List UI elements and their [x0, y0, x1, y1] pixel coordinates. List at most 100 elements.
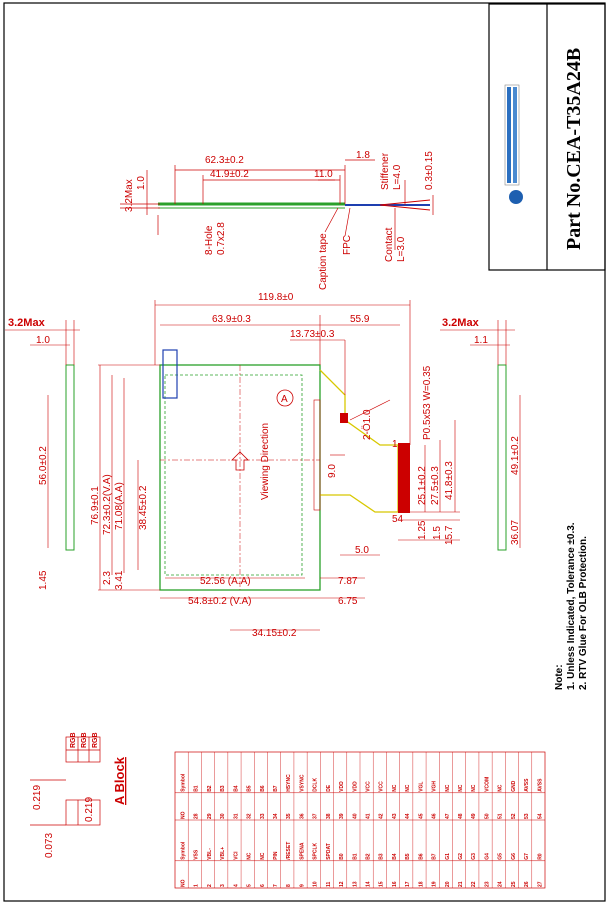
pin-table-cell: 15 [379, 881, 385, 887]
pin-table: NOSymbolNOSymbol1VSS28B12VBL-29B23VBL+30… [174, 751, 546, 889]
left-side-view [65, 364, 75, 551]
right-side-view [497, 364, 507, 551]
pin-table-cell: 4 [233, 884, 239, 887]
block-dim-0-073: 0.073 [44, 833, 55, 858]
block-rgb-2: RGB [81, 732, 88, 748]
block-rgb-3: RGB [92, 732, 99, 748]
pin-table-cell: VDD [339, 781, 345, 792]
label-detail-a: A [281, 394, 288, 405]
pin-table-cell: NC [247, 852, 253, 860]
dim-3-41: 3.41 [114, 570, 125, 590]
pin-table-cell: 45 [418, 813, 424, 819]
dim-119-8: 119.8±0 [258, 292, 294, 303]
pin-table-cell: DE [326, 784, 332, 792]
pin-table-header: NO [181, 811, 187, 819]
label-pin-1: 1 [392, 439, 398, 450]
pin-table-cell: 23 [484, 881, 490, 887]
pin-table-cell: 8 [286, 884, 292, 887]
dim-15-7: 15.7 [444, 525, 455, 545]
dim-1-0-side: 1.0 [136, 176, 147, 190]
pin-table-cell: B3 [220, 785, 226, 792]
pin-table-cell: B7 [273, 785, 279, 792]
pin-table-cell: 6 [260, 884, 266, 887]
pin-table-cell: PIN [273, 851, 279, 860]
dim-1-5: 1.5 [432, 526, 443, 540]
pin-table-cell: 14 [366, 881, 372, 887]
pin-table-cell: SPCLK [313, 842, 319, 859]
dim-1-45: 1.45 [38, 570, 49, 590]
pin-table-cell: VCOM [484, 777, 490, 792]
pin-table-cell: VDD [352, 781, 358, 792]
pin-table-cell: 25 [511, 881, 517, 887]
detail-a-circle [276, 389, 294, 407]
pin-table-cell: B5 [247, 785, 253, 792]
pin-table-cell: G1 [445, 853, 451, 860]
pin-table-cell: B6 [418, 853, 424, 860]
fpc-contacts [398, 443, 410, 513]
pin-table-cell: AVSS [524, 778, 530, 792]
pin-table-cell: 37 [313, 813, 319, 819]
pin-table-cell: 20 [445, 881, 451, 887]
active-area [164, 374, 303, 576]
pin-table-cell: AVSS [537, 778, 543, 792]
dim-36-07: 36.07 [510, 520, 521, 545]
pin-table-cell: B3 [379, 853, 385, 860]
dim-34-15: 34.15±0.2 [252, 628, 297, 639]
dim-3-2max-right: 3.2Max [442, 317, 480, 329]
pin-table-cell: HSYNC [286, 774, 292, 792]
pin-table-cell: 11 [326, 881, 332, 887]
pin-table-cell: R0 [537, 853, 543, 860]
pin-table-cell: G2 [458, 853, 464, 860]
pin-table-cell: SPDAT [326, 843, 332, 860]
pin-table-cell: 26 [524, 881, 530, 887]
pin-table-cell: 48 [458, 813, 464, 819]
pin-table-cell: B6 [260, 785, 266, 792]
label-8-hole: 8-Hole [204, 225, 215, 255]
a-block: A Block RGB RGB RGB 0.219 0.073 0.219 [30, 732, 127, 858]
pin-table-cell: B2 [366, 853, 372, 860]
dim-2-3: 2.3 [102, 571, 113, 585]
pin-table-cell: B2 [207, 785, 213, 792]
pin-table-cell: DCLK [313, 778, 319, 792]
pin-table-cell: B5 [405, 853, 411, 860]
pin-table-cell: NC [471, 784, 477, 792]
label-stiffener-length: L=4.0 [392, 164, 403, 190]
front-view: Viewing Direction A [5, 292, 521, 639]
pin-table-cell: 41 [366, 813, 372, 819]
label-pin-54: 54 [392, 514, 404, 525]
pin-table-cell: G3 [471, 853, 477, 860]
pin-table-cell: NC [260, 852, 266, 860]
pin-table-cell: 33 [260, 813, 266, 819]
pin-table-cell: 39 [339, 813, 345, 819]
pin-table-cell: 38 [326, 813, 332, 819]
dim-49-1: 49.1±0.2 [510, 436, 521, 475]
pin-table-cell: SPENA [299, 842, 305, 860]
dim-0-3: 0.3±0.15 [424, 151, 435, 190]
dim-54-8: 54.8±0.2 (V.A) [188, 596, 252, 607]
block-dim-0-219-b: 0.219 [84, 797, 95, 822]
company-logo [504, 84, 523, 204]
dim-62-3: 62.3±0.2 [205, 155, 244, 166]
pin-table-cell: 28 [194, 813, 200, 819]
pin-table-cell: /RESET [286, 842, 292, 860]
pin-table-cell: 46 [432, 813, 438, 819]
label-caption-tape: Caption tape [318, 233, 329, 290]
pin-table-cell: B1 [194, 785, 200, 792]
pin-table-cell: 17 [405, 881, 411, 887]
pin-table-cell: 30 [220, 813, 226, 819]
note-1: 1. Unless Indicated, Tolerance ±0.3. [566, 522, 577, 690]
dim-1-8: 1.8 [356, 150, 370, 161]
pin-table-cell: 31 [233, 813, 239, 819]
pin-table-cell: VSS [194, 849, 200, 860]
pin-table-cell: VSYNC [299, 774, 305, 792]
dim-41-8: 41.8±0.3 [444, 461, 455, 500]
label-contact: Contact [384, 227, 395, 262]
notes-title: Note: [554, 664, 565, 690]
pin-table-header: Symbol [181, 773, 187, 792]
pin-table-cell: B7 [432, 853, 438, 860]
dim-7-87: 7.87 [338, 576, 358, 587]
title-block: Part No.CEA-T35A24B [488, 3, 606, 271]
dim-71-08: 71.08(A.A) [114, 482, 125, 530]
dim-52-56: 52.56 (A.A) [200, 576, 251, 587]
pin-table-cell: B1 [352, 853, 358, 860]
